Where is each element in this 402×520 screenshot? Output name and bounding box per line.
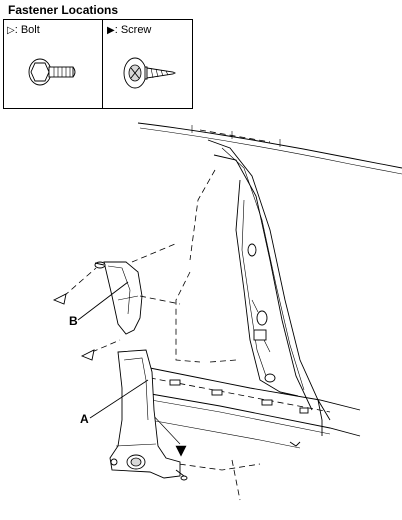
legend-bolt-label: : Bolt xyxy=(14,24,40,36)
legend-bolt: ▷: Bolt xyxy=(4,20,102,108)
page-title: Fastener Locations xyxy=(8,3,119,17)
lower-pillar-trim-a xyxy=(109,349,188,481)
bolt-symbol-icon: ▷ xyxy=(7,25,15,36)
body-frame xyxy=(127,122,402,501)
upper-pillar-trim-b xyxy=(94,243,181,335)
bolt-marker-upper xyxy=(52,293,67,305)
callout-b: B xyxy=(69,314,78,328)
fastener-legend: ▷: Bolt ▶: Screw xyxy=(3,19,193,109)
callout-a: A xyxy=(80,412,89,426)
legend-screw-label: : Screw xyxy=(114,24,152,36)
screw-icon xyxy=(123,57,177,89)
bolt-marker-lower xyxy=(80,349,95,361)
bolt-icon xyxy=(28,58,76,86)
screw-symbol-icon: ▶ xyxy=(107,25,115,36)
screw-marker xyxy=(175,445,187,457)
legend-screw: ▶: Screw xyxy=(103,20,193,108)
